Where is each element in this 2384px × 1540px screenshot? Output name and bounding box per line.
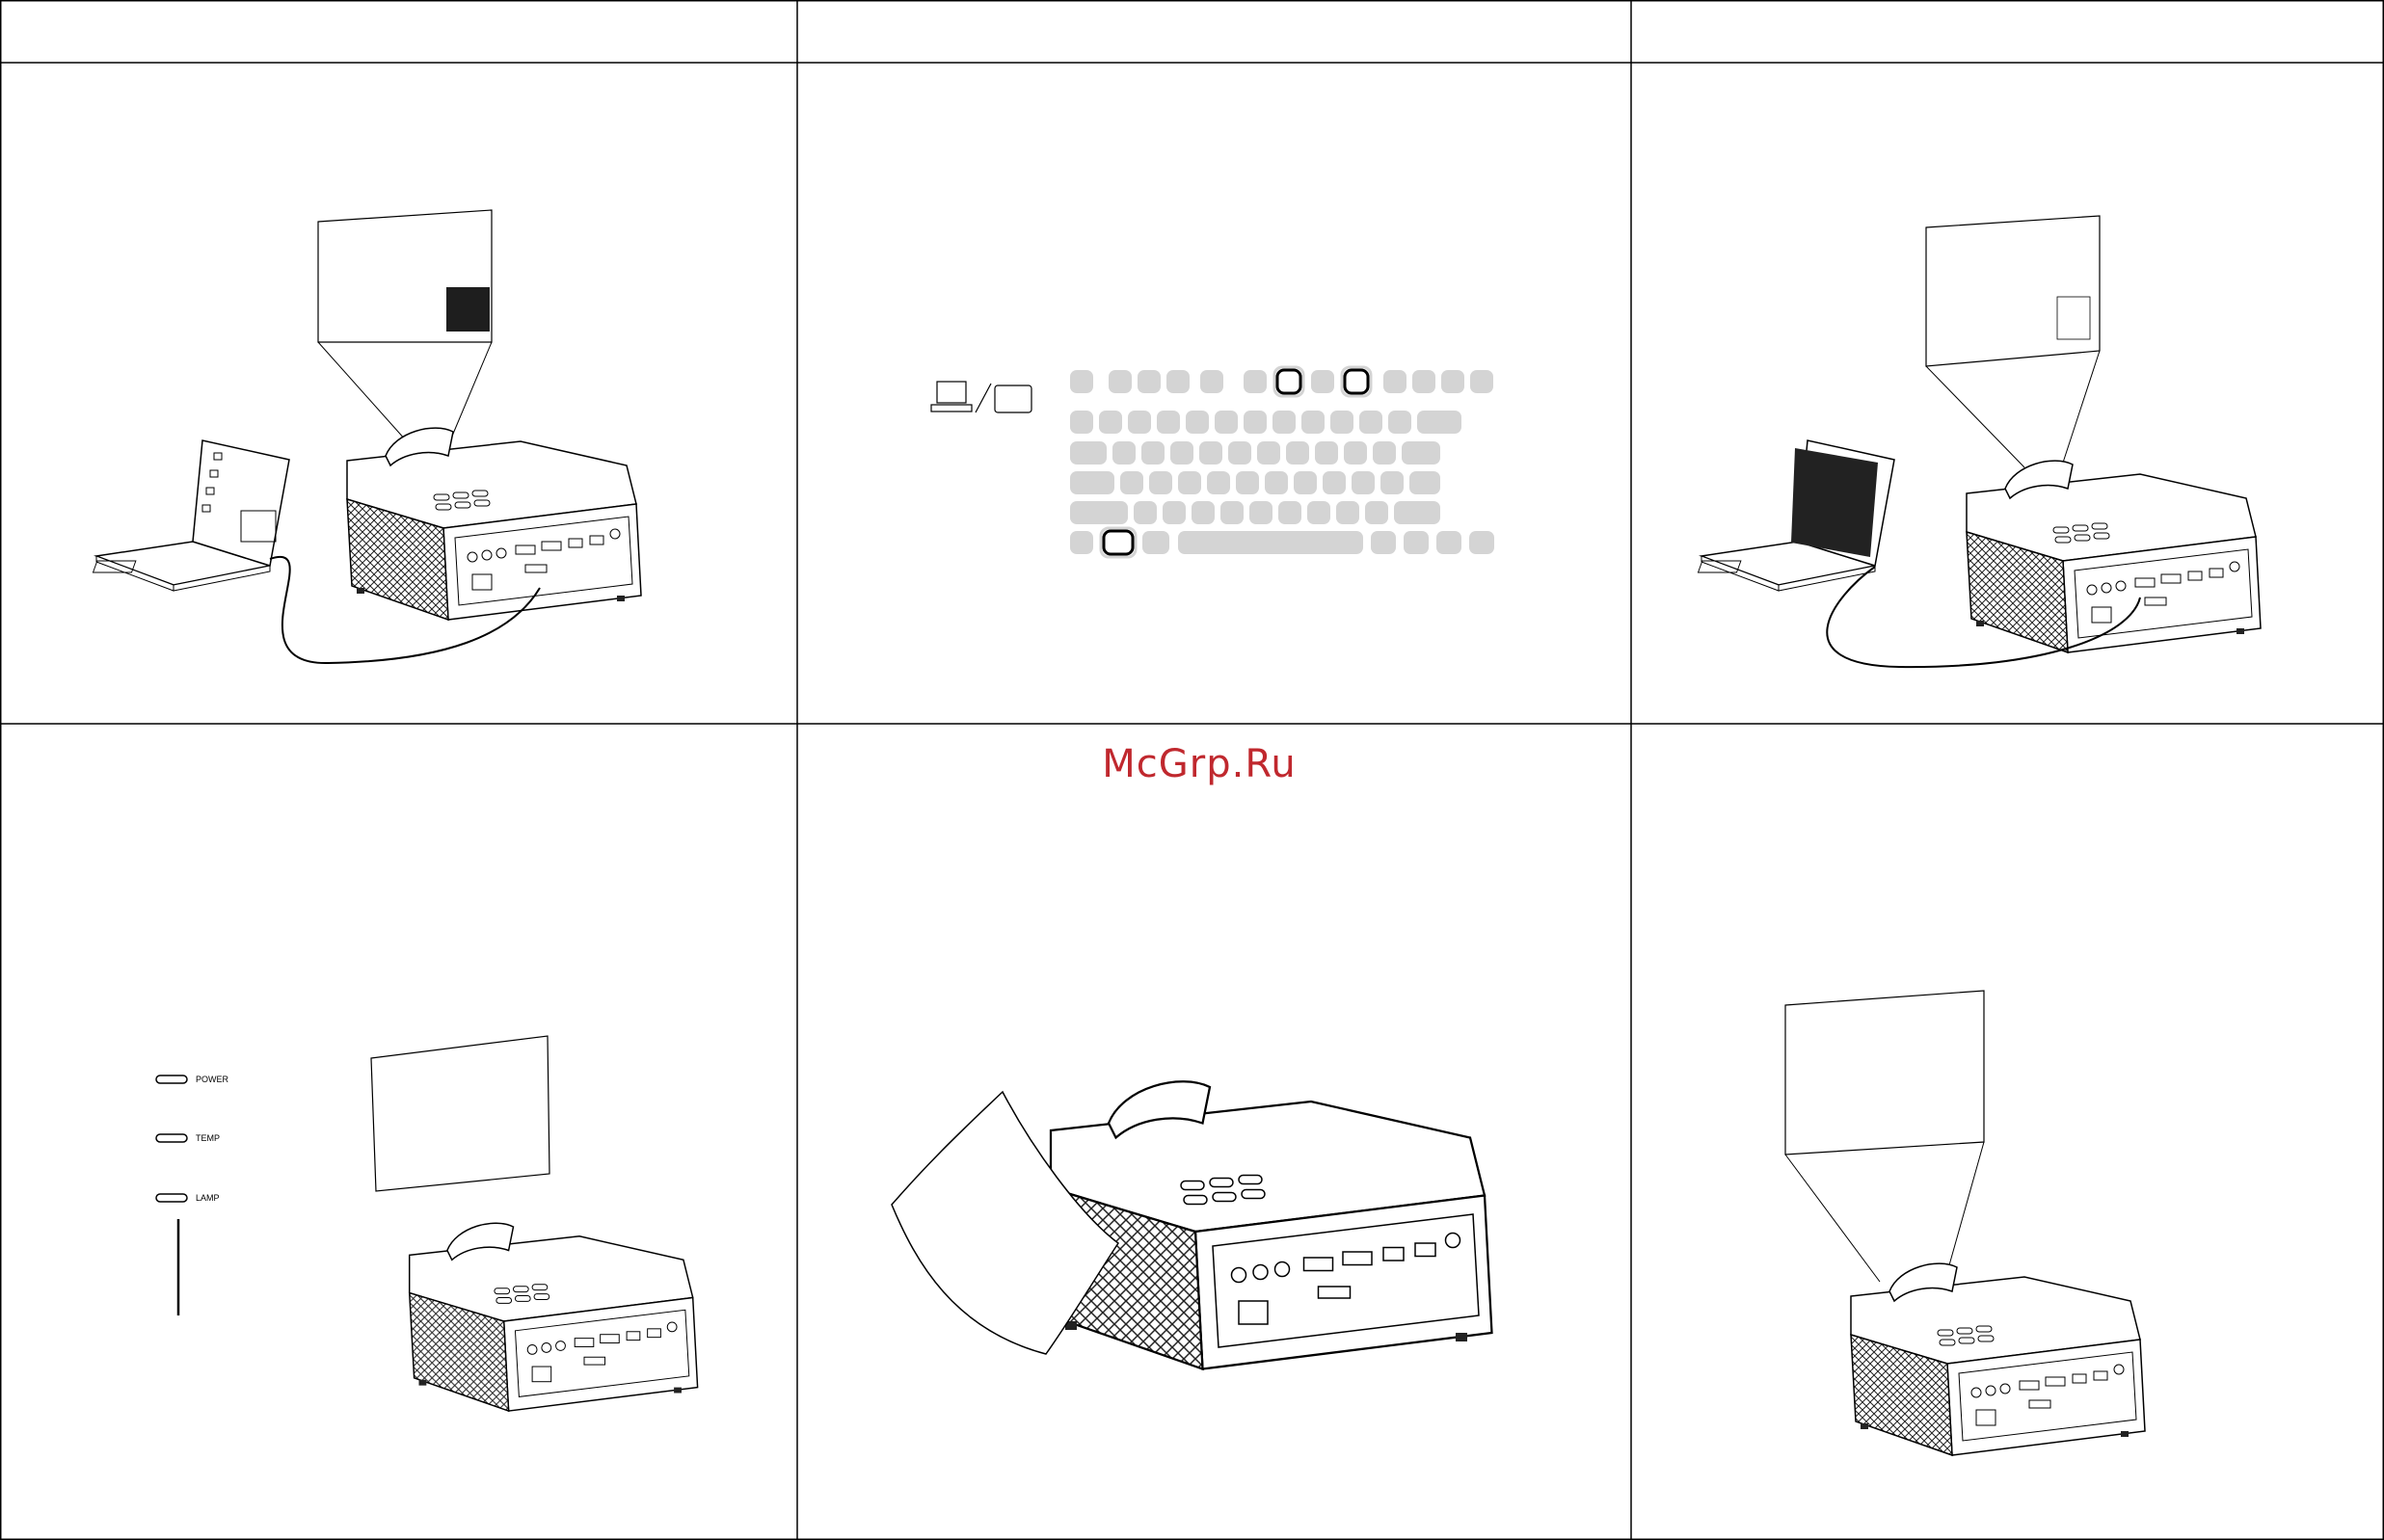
highlighted-key bbox=[1277, 370, 1300, 393]
highlighted-key bbox=[1104, 531, 1133, 554]
keycap bbox=[1244, 411, 1267, 434]
keycap bbox=[1070, 411, 1093, 434]
panel-connect-laptop bbox=[93, 210, 641, 663]
projector-drawing-large bbox=[1051, 1081, 1492, 1368]
keycap bbox=[1315, 441, 1338, 465]
projector-drawing bbox=[1967, 461, 2261, 652]
keycap bbox=[1388, 411, 1411, 434]
keycap bbox=[1249, 501, 1272, 524]
keycap bbox=[1149, 471, 1172, 494]
projector-drawing bbox=[1851, 1263, 2145, 1455]
keycap bbox=[1112, 441, 1136, 465]
keycap bbox=[1192, 501, 1215, 524]
keycap bbox=[1383, 370, 1406, 393]
projection-screen bbox=[1785, 991, 1984, 1155]
panel-lens-cover bbox=[892, 1081, 1492, 1368]
keycap bbox=[1141, 441, 1165, 465]
keycap bbox=[1373, 441, 1396, 465]
keycap bbox=[1409, 471, 1440, 494]
keycap bbox=[1436, 531, 1461, 554]
keycap bbox=[1469, 531, 1494, 554]
keycap bbox=[1134, 501, 1157, 524]
panel-projector-screen bbox=[1785, 991, 2145, 1455]
keycap bbox=[1301, 411, 1325, 434]
keycap bbox=[1120, 471, 1143, 494]
laptop-monitor-icon bbox=[931, 382, 1031, 412]
keycap bbox=[1200, 370, 1223, 393]
projector-drawing bbox=[347, 428, 641, 620]
highlighted-key bbox=[1345, 370, 1368, 393]
keycap bbox=[1138, 370, 1161, 393]
keycap bbox=[1365, 501, 1388, 524]
keycap bbox=[1228, 441, 1251, 465]
keycap bbox=[1311, 370, 1334, 393]
keycap bbox=[1186, 411, 1209, 434]
keycap bbox=[1163, 501, 1186, 524]
keycap bbox=[1265, 471, 1288, 494]
led-indicators bbox=[156, 1075, 187, 1202]
keycap bbox=[1215, 411, 1238, 434]
keycap bbox=[1394, 501, 1440, 524]
keycap bbox=[1272, 411, 1296, 434]
keycap bbox=[1359, 411, 1382, 434]
projection-screen bbox=[1926, 216, 2100, 366]
keyboard-illustration bbox=[1070, 367, 1494, 557]
panel-keyboard-function-keys bbox=[931, 367, 1494, 557]
keycap bbox=[1336, 501, 1359, 524]
keycap bbox=[1109, 370, 1132, 393]
keycap bbox=[1199, 441, 1222, 465]
keycap bbox=[1278, 501, 1301, 524]
keycap bbox=[1220, 501, 1244, 524]
keycap bbox=[1166, 370, 1190, 393]
keycap bbox=[1178, 471, 1201, 494]
keycap bbox=[1157, 411, 1180, 434]
led-label-power: POWER bbox=[196, 1075, 228, 1084]
keycap bbox=[1307, 501, 1330, 524]
keycap bbox=[1257, 441, 1280, 465]
keycap bbox=[1412, 370, 1435, 393]
led-label-lamp: LAMP bbox=[196, 1193, 220, 1203]
keycap bbox=[1294, 471, 1317, 494]
keycap bbox=[1352, 471, 1375, 494]
projector-drawing bbox=[410, 1223, 698, 1411]
keycap bbox=[1070, 370, 1093, 393]
keycap bbox=[1070, 471, 1114, 494]
keycap bbox=[1286, 441, 1309, 465]
keycap bbox=[1070, 441, 1107, 465]
keycap bbox=[1330, 411, 1353, 434]
screen-image-block bbox=[446, 287, 490, 332]
keycap bbox=[1207, 471, 1230, 494]
keycap bbox=[1404, 531, 1429, 554]
keycap bbox=[1371, 531, 1396, 554]
keycap bbox=[1470, 370, 1493, 393]
keycap bbox=[1380, 471, 1404, 494]
keycap bbox=[1441, 370, 1464, 393]
panel-laptop-image-displayed bbox=[1698, 216, 2261, 667]
keycap bbox=[1323, 471, 1346, 494]
keycap bbox=[1236, 471, 1259, 494]
keycap bbox=[1417, 411, 1461, 434]
blank-screen bbox=[371, 1036, 549, 1191]
panel-status-leds bbox=[156, 1036, 698, 1411]
keycap bbox=[1070, 501, 1128, 524]
laptop-icon bbox=[93, 440, 289, 591]
keycap bbox=[1128, 411, 1151, 434]
keycap bbox=[1244, 370, 1267, 393]
keycap bbox=[1142, 531, 1169, 554]
laptop-screen-dark bbox=[1791, 448, 1878, 557]
keycap bbox=[1402, 441, 1440, 465]
keycap bbox=[1344, 441, 1367, 465]
keycap bbox=[1099, 411, 1122, 434]
led-label-temp: TEMP bbox=[196, 1133, 220, 1143]
keycap bbox=[1070, 531, 1093, 554]
keycap bbox=[1178, 531, 1363, 554]
keycap bbox=[1170, 441, 1193, 465]
watermark: McGrp.Ru bbox=[1045, 742, 1353, 786]
